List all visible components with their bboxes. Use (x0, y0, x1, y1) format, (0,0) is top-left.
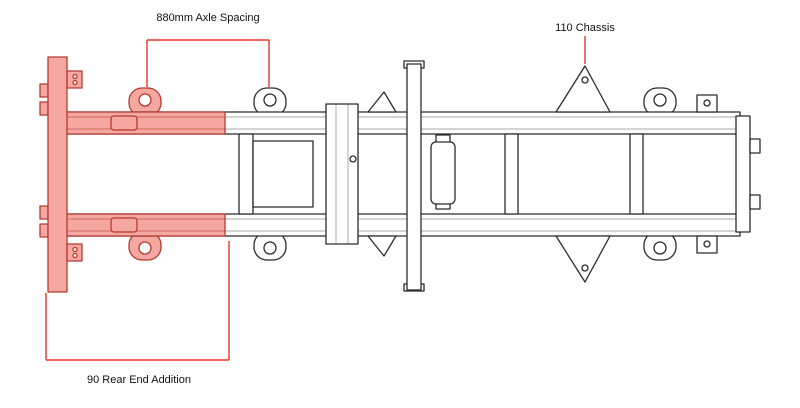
central-hole (349, 155, 357, 163)
crossmember-1 (238, 133, 254, 215)
gusset-hole-bottom (581, 264, 589, 272)
outrigger-plate (406, 63, 422, 291)
bracket-hole (72, 73, 78, 80)
mount-hole (263, 93, 277, 107)
gusset-hole-top (581, 76, 589, 84)
crossmembers (238, 60, 761, 292)
callouts (45, 36, 586, 361)
rear-mount-hole-top (138, 93, 152, 107)
rear-bracket-bottom (66, 243, 83, 262)
mount-hole (653, 93, 667, 107)
gusset-large-bottom (555, 235, 611, 283)
front-bracket-hole (703, 240, 711, 248)
front-tab-bottom (749, 194, 761, 210)
crossmember-tab (39, 83, 49, 98)
bracket-hole (72, 246, 78, 253)
mount-holes (138, 93, 667, 255)
central-crossmember-lines (335, 104, 349, 244)
front-bracket-hole (703, 99, 711, 107)
inner-frame-section (252, 140, 314, 208)
rear-bracket-top (66, 70, 83, 89)
labels: 880mm Axle Spacing 110 Chassis 90 Rear E… (87, 12, 615, 386)
chassis-model-label: 110 Chassis (555, 22, 615, 34)
bracket-hole (72, 252, 78, 259)
rear-rail-clip-bottom (110, 217, 138, 233)
crossmember-2 (504, 133, 519, 215)
gusset-large-top (555, 65, 611, 113)
rear-mount-hole-bottom (138, 241, 152, 255)
rear-rail-flange-lines (66, 116, 225, 232)
axle-spacing-label: 880mm Axle Spacing (156, 12, 259, 24)
center-box-bracket (430, 141, 456, 205)
rear-rail-section-top (65, 111, 226, 135)
crossmember-3 (629, 133, 644, 215)
central-crossmember (325, 103, 359, 245)
rear-crossmember (47, 56, 68, 293)
front-tab-top (749, 138, 761, 154)
mount-hole (653, 241, 667, 255)
rear-rail-section-bottom (65, 213, 226, 237)
rear-end-addition (39, 56, 226, 293)
rail-flange-lines (66, 116, 740, 232)
gusset-small-bottom (367, 235, 397, 257)
crossmember-tab (39, 205, 49, 220)
gusset-small-top (367, 91, 397, 113)
rear-rail-clip-top (110, 115, 138, 131)
axle-spacing-bracket (146, 39, 270, 87)
axle-mounts (253, 87, 677, 261)
mount-hole (263, 241, 277, 255)
crossmember-tab (39, 223, 49, 238)
crossmember-tab (39, 101, 49, 116)
front-crossmember (735, 115, 751, 233)
bracket-hole (72, 79, 78, 86)
rear-addition-bracket (45, 241, 230, 361)
rear-addition-label: 90 Rear End Addition (87, 374, 191, 386)
